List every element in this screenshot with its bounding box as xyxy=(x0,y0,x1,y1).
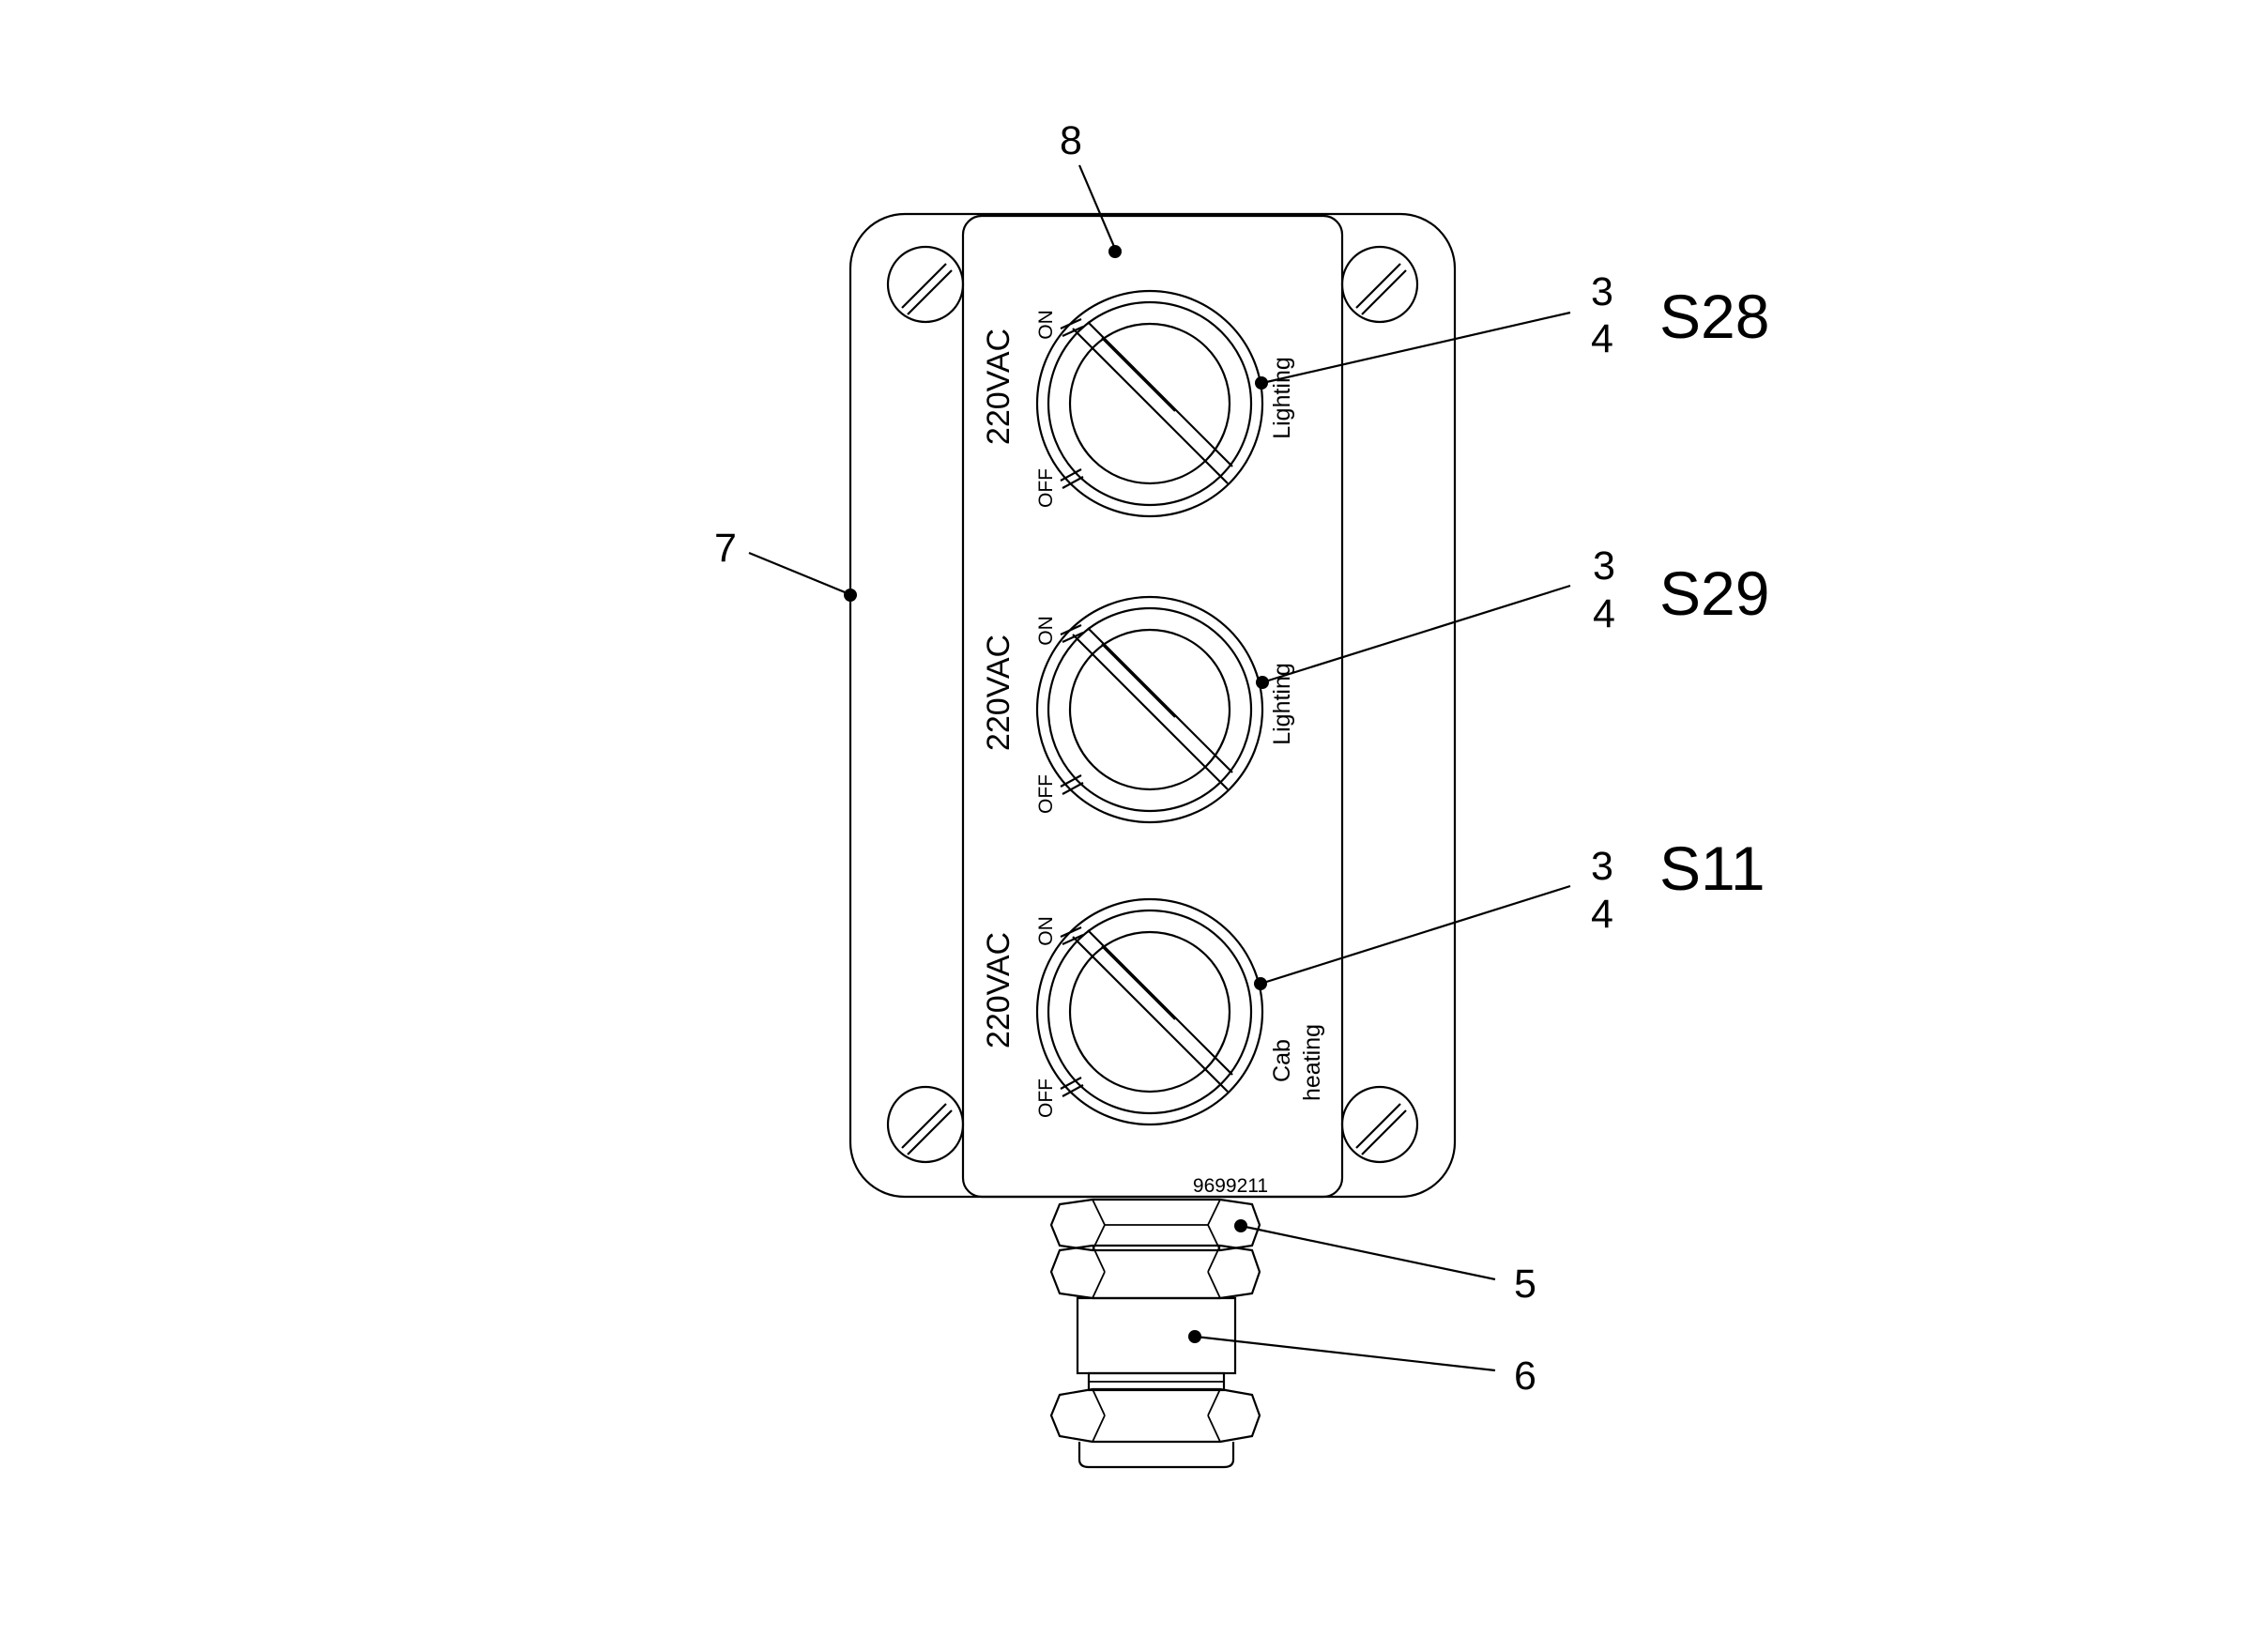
cable-gland xyxy=(1049,1198,1261,1469)
s29-contact-top: 3 xyxy=(1593,543,1615,589)
s28-contact-top: 3 xyxy=(1591,269,1613,314)
screw-bottom-left xyxy=(886,1085,965,1164)
s11-voltage-label: 220VAC xyxy=(981,932,1016,1048)
s29-id-label: S29 xyxy=(1659,558,1769,628)
s11-on-label: ON xyxy=(1035,916,1057,946)
callout-7: 7 xyxy=(714,526,737,571)
s28-voltage-label: 220VAC xyxy=(981,329,1016,445)
s11-contact-bottom: 4 xyxy=(1591,892,1613,937)
switch-s29: 220VAC ON OFF Lighting xyxy=(981,595,1295,824)
front-plate xyxy=(961,214,1344,1199)
enclosure-outline xyxy=(848,212,1457,1199)
leader-lines xyxy=(748,164,1571,1372)
part-number: 9699211 xyxy=(1193,1175,1268,1197)
callout-6: 6 xyxy=(1514,1354,1536,1399)
s28-contact-bottom: 4 xyxy=(1591,316,1613,361)
s11-function-line2: heating xyxy=(1299,1024,1325,1101)
s29-voltage-label: 220VAC xyxy=(981,635,1016,751)
switch-s11: 220VAC ON OFF Cab heating xyxy=(981,897,1325,1126)
s11-contact-top: 3 xyxy=(1591,844,1613,889)
callout-5: 5 xyxy=(1514,1262,1536,1307)
screw-top-left xyxy=(886,245,965,324)
switch-s28: 220VAC ON OFF Lighting xyxy=(981,289,1295,518)
s28-off-label: OFF xyxy=(1035,468,1057,508)
s29-contact-bottom: 4 xyxy=(1593,591,1615,636)
s11-off-label: OFF xyxy=(1035,1078,1057,1118)
s29-off-label: OFF xyxy=(1035,774,1057,814)
screw-bottom-right xyxy=(1340,1085,1419,1164)
s28-on-label: ON xyxy=(1035,310,1057,340)
s28-id-label: S28 xyxy=(1659,282,1769,351)
s28-function-label: Lighting xyxy=(1269,357,1295,439)
s11-id-label: S11 xyxy=(1659,834,1765,903)
screw-top-right xyxy=(1340,245,1419,324)
s29-on-label: ON xyxy=(1035,616,1057,646)
callout-8: 8 xyxy=(1060,118,1082,163)
s11-function-line1: Cab xyxy=(1269,1039,1295,1082)
